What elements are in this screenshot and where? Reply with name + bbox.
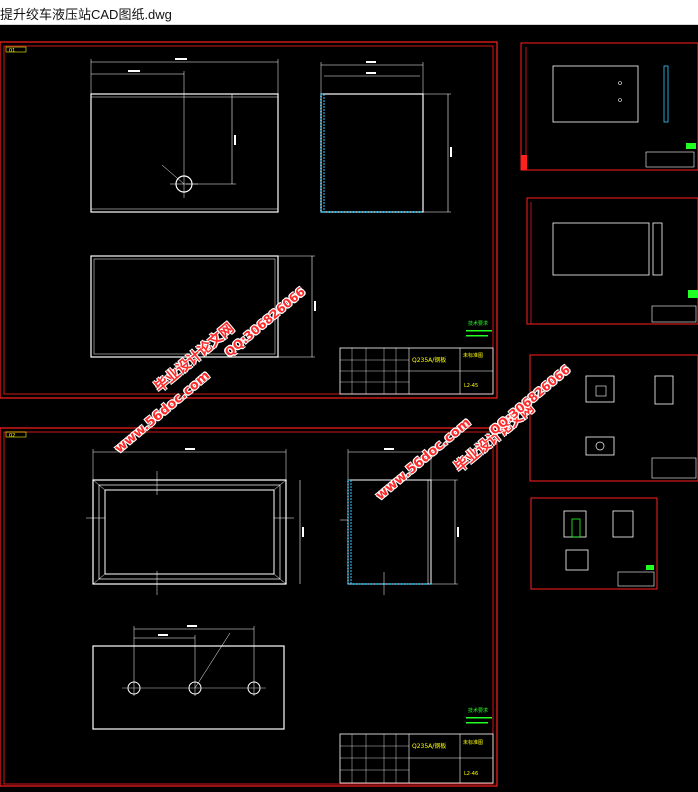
notes-title: 技术要求 — [468, 707, 488, 714]
sheet-1-corner-tag-box — [5, 46, 27, 53]
thumb-frame — [526, 197, 698, 325]
thumb-side — [663, 65, 669, 123]
thumb-marker — [521, 155, 527, 170]
dimension-text — [366, 72, 376, 74]
thumb-part — [585, 436, 615, 456]
view-three-hole-plate[interactable] — [92, 625, 285, 730]
notes-line — [466, 717, 492, 719]
thumb-frame — [529, 354, 698, 482]
thumb-notes — [686, 143, 696, 149]
thumb-title-block — [651, 305, 697, 323]
sheet-1-inner-frame — [3, 45, 494, 395]
thumbnail-sheet-4[interactable] — [530, 497, 658, 590]
notes-line — [466, 722, 488, 724]
window-title: 提升绞车液压站CAD图纸.dwg — [0, 7, 172, 22]
dimension-text — [175, 58, 187, 60]
thumb-part — [654, 375, 674, 405]
cover-inner — [104, 489, 275, 575]
sheet-2-tech-notes: 技术要求 — [466, 707, 492, 724]
thumb-part — [612, 510, 634, 538]
dimension-text — [457, 527, 459, 537]
sheet-1[interactable]: 01 — [0, 41, 498, 399]
title-block-part-code: L2-45 — [464, 383, 478, 389]
dimension-text — [366, 61, 376, 63]
title-block-part-code: L2-46 — [464, 771, 478, 777]
view-cover-side[interactable] — [340, 448, 459, 595]
side-plate-outline — [320, 93, 424, 213]
thumb-part — [563, 510, 587, 538]
cad-drawing: 01 — [0, 41, 698, 787]
notes-line — [466, 330, 492, 332]
thumb-part — [585, 375, 615, 403]
thumb-title-block — [645, 151, 695, 168]
dimension-text — [450, 147, 452, 157]
thumb-hole — [618, 81, 622, 85]
sheet-1-frame — [0, 41, 498, 399]
dimension-text — [384, 448, 394, 450]
thumb-part-detail — [571, 518, 581, 538]
sheet-1-corner-tag: 01 — [9, 48, 15, 54]
dimension-text — [234, 135, 236, 145]
cover-outer — [92, 479, 287, 585]
sheet-2-corner-tag-box — [5, 431, 27, 438]
sheet-2-corner-tag: 02 — [9, 433, 15, 439]
dimension-text — [185, 448, 195, 450]
thumb-hole — [595, 441, 605, 451]
dimension-text — [314, 301, 316, 311]
corner-line — [273, 479, 287, 491]
thumbnail-sheet-1[interactable] — [520, 42, 698, 171]
drawing-canvas[interactable]: 01 — [0, 25, 698, 787]
thumbnail-sheet-2[interactable] — [526, 197, 698, 325]
thumb-part — [552, 65, 639, 123]
sheet-2[interactable]: 02 — [0, 427, 498, 787]
view-framed-cover[interactable] — [86, 448, 304, 595]
title-block-frame — [339, 733, 494, 784]
plate-outline — [90, 93, 279, 213]
thumbnail-sheet-3[interactable] — [529, 354, 698, 482]
leader-line — [194, 632, 231, 689]
dimension-text — [128, 70, 140, 72]
thumb-part — [552, 222, 650, 276]
view-plate-with-hole[interactable] — [90, 58, 279, 213]
hidden-edge — [320, 93, 325, 213]
thumb-part — [565, 549, 589, 571]
corner-line — [92, 573, 106, 585]
notes-line — [466, 335, 488, 337]
thumb-frame — [520, 42, 698, 171]
dimension-text — [158, 634, 168, 636]
plain-plate-inner — [93, 258, 276, 355]
title-block-approval: 未标准图 — [463, 352, 483, 359]
plain-plate-outline — [90, 255, 279, 358]
thumb-title-block — [651, 457, 697, 479]
sheet-1-tech-notes: 技术要求 — [466, 320, 492, 337]
thumb-frame — [530, 497, 658, 590]
sheet-2-frame — [0, 427, 498, 787]
view-side-plate[interactable] — [320, 61, 452, 213]
sheet-2-title-block[interactable]: Q235A/钢板 未标准图 L2-46 — [339, 733, 494, 784]
corner-line — [92, 479, 106, 491]
dimension-text — [302, 527, 304, 537]
thumb-notes — [646, 565, 654, 570]
title-block-material: Q235A/钢板 — [412, 742, 446, 750]
sheet-2-inner-frame — [3, 431, 494, 785]
thumb-notes — [688, 290, 698, 298]
thumb-hole — [618, 98, 622, 102]
cover-mid — [98, 484, 281, 580]
notes-title: 技术要求 — [468, 320, 488, 327]
thumb-side — [652, 222, 663, 276]
thumb-title-block — [617, 571, 655, 587]
thumb-part-detail — [595, 385, 607, 397]
sheet-1-title-block[interactable]: Q235A/钢板 未标准图 L2-45 — [339, 347, 494, 395]
view-plain-plate[interactable] — [90, 255, 316, 358]
window-titlebar: 提升绞车液压站CAD图纸.dwg — [0, 0, 698, 25]
dimension-text — [187, 625, 197, 627]
title-block-material: Q235A/钢板 — [412, 356, 446, 364]
leader-line — [161, 164, 185, 185]
three-hole-plate-outline — [92, 645, 285, 730]
corner-line — [273, 573, 287, 585]
title-block-approval: 未标准图 — [463, 739, 483, 746]
